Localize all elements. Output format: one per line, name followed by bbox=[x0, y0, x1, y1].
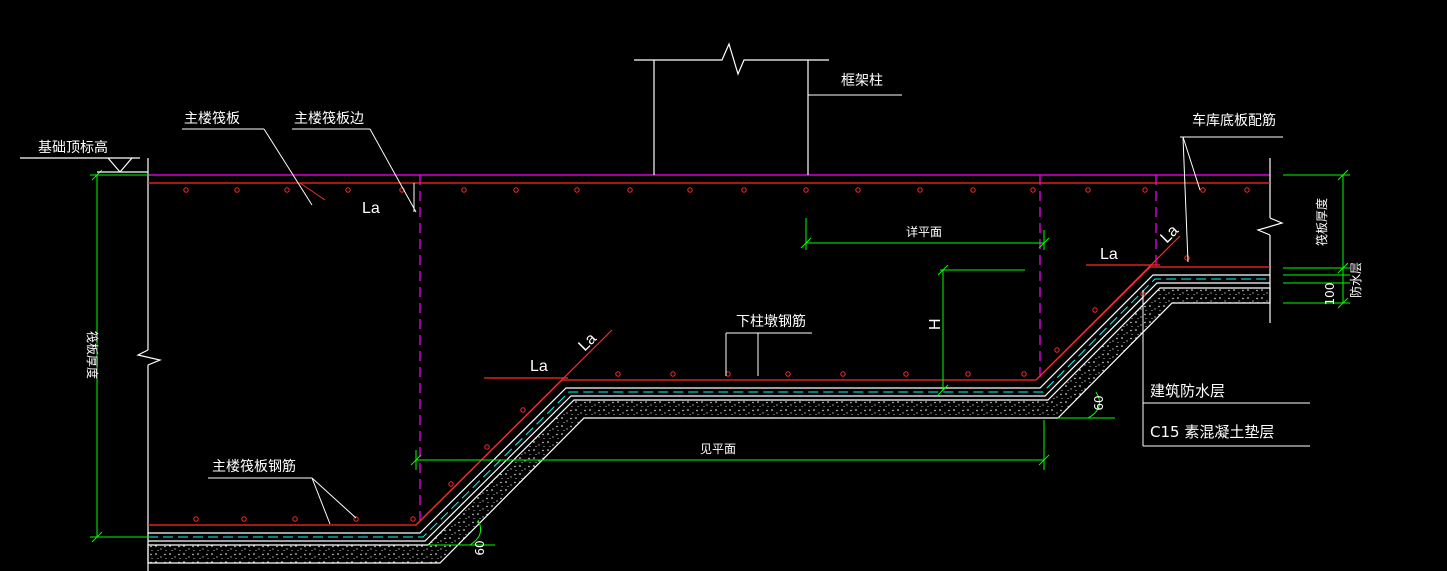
building-waterproof-label: 建筑防水层 bbox=[1150, 382, 1225, 400]
raft-edge-leader bbox=[369, 128, 417, 213]
dim-100-label: 100 bbox=[1323, 283, 1337, 306]
la-label-left-slope: La bbox=[575, 330, 600, 355]
main-raft-rebar-label: 主楼筏板钢筋 bbox=[212, 458, 296, 475]
elevation-symbol bbox=[20, 157, 148, 173]
left-break-symbol bbox=[136, 349, 162, 366]
la-label-right-slope: La bbox=[1157, 222, 1182, 247]
c15-cushion-label: C15 素混凝土垫层 bbox=[1150, 423, 1274, 441]
waterproof-line-2 bbox=[148, 282, 1270, 542]
la-label-left-h: La bbox=[530, 358, 548, 375]
waterproof-line-1 bbox=[148, 274, 1270, 534]
raft-thickness-left-label: 筏板厚度 bbox=[85, 331, 100, 379]
top-rebar-dots bbox=[183, 187, 1250, 193]
garage-rebar-label: 车库底板配筋 bbox=[1192, 112, 1276, 129]
dimension-raft-thickness-right bbox=[1283, 169, 1350, 309]
raft-thickness-right-label: 筏板厚度 bbox=[1314, 198, 1329, 246]
frame-column-label: 框架柱 bbox=[841, 73, 883, 89]
garage-rebar-leader-a bbox=[1182, 136, 1201, 191]
la-label-top: La bbox=[362, 200, 380, 217]
bottom-rebar-dots bbox=[193, 255, 1190, 522]
see-plan-lower-label: 见平面 bbox=[700, 442, 736, 456]
lower-pier-rebar-label: 下柱墩钢筋 bbox=[736, 313, 806, 330]
garage-rebar-leader-b bbox=[1182, 136, 1189, 263]
main-raft-leader bbox=[263, 128, 313, 206]
see-plan-upper-label: 详平面 bbox=[906, 224, 942, 239]
column-break-symbol bbox=[634, 42, 829, 76]
la-extension-slope bbox=[415, 329, 613, 526]
waterproof-small-label: 防水层 bbox=[1348, 262, 1363, 298]
main-raft-edge-label: 主楼筏板边 bbox=[294, 110, 364, 127]
la-extension-upper-slope bbox=[1035, 235, 1181, 381]
la-red-tail-top bbox=[299, 182, 326, 201]
bottom-rebar bbox=[148, 266, 1270, 526]
dimension-see-plan-upper bbox=[800, 218, 1050, 250]
la-label-right-h: La bbox=[1100, 246, 1118, 263]
main-raft-label: 主楼筏板 bbox=[184, 110, 240, 127]
dimension-see-plan-lower bbox=[410, 420, 1050, 470]
waterproof-dashed bbox=[148, 278, 1270, 538]
main-rebar-leader-a bbox=[311, 477, 331, 525]
dimension-h bbox=[937, 264, 1025, 396]
c15-cushion-layer bbox=[147, 287, 1271, 564]
angle-arc-lower bbox=[469, 519, 482, 546]
angle-label-lower: 60 bbox=[473, 540, 487, 555]
right-break-symbol bbox=[1256, 217, 1284, 236]
main-rebar-leader-b bbox=[311, 477, 357, 519]
angle-label-upper: 60 bbox=[1092, 395, 1106, 410]
angle-arc-upper bbox=[1087, 391, 1101, 419]
h-dimension-label: H bbox=[927, 318, 944, 330]
foundation-top-elevation-label: 基础顶标高 bbox=[38, 139, 108, 156]
